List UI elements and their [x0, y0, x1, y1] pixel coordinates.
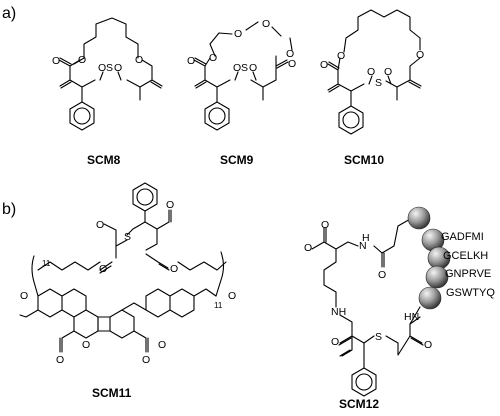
scm9-atom-o-ring-left: O: [209, 52, 217, 64]
scm10-atom-o-carbonyl: O: [320, 59, 328, 71]
scm8-atom-o-ring-right: O: [135, 54, 143, 66]
peptide-sequence-3: GNPRVE: [445, 268, 491, 280]
scm12-atom-o-amide-top: O: [378, 269, 386, 281]
scm11-atom-o-keto-left: O: [56, 354, 64, 366]
scm9-atom-o-ether-1: O: [234, 28, 242, 40]
structure-scm12: [311, 217, 424, 397]
scm12-atom-n-top: N: [359, 240, 367, 252]
scm10-atom-o-ring-right: O: [416, 49, 424, 61]
panel-label-a: a): [2, 5, 16, 22]
scm11-atom-o-carbonyl-left: O: [96, 219, 104, 231]
compound-label-scm9: SCM9: [220, 153, 254, 167]
scm11-atom-o-ester-right: O: [170, 263, 178, 275]
bead-5: [418, 286, 442, 310]
scm12-atom-o-ester-carbonyl: O: [321, 219, 329, 231]
compound-label-scm10: SCM10: [344, 153, 384, 167]
scm9-atom-o-sulfonyl-right: O: [249, 62, 257, 74]
scm10-atom-s: S: [375, 77, 382, 89]
scm8-atom-o-carbonyl: O: [52, 55, 60, 67]
scm11-atom-s: S: [124, 231, 131, 243]
scm12-atom-o-amide-left: O: [331, 336, 339, 348]
structure-scm11: [19, 182, 227, 353]
scm11-atom-o-aryl-left: O: [20, 290, 28, 302]
scm9-atom-s: S: [241, 62, 248, 74]
peptide-sequence-1: GADFMI: [441, 231, 484, 243]
structure-scm8: [58, 17, 163, 131]
scm9-atom-o-carbonyl-right: O: [288, 58, 296, 70]
scm11-atom-o-aryl-right: O: [228, 290, 236, 302]
scm11-atom-o-keto-right: O: [142, 354, 150, 366]
scm8-atom-o-ring-left: O: [78, 54, 86, 66]
scm8-atom-o-sulfonyl-right: O: [114, 62, 122, 74]
peptide-sequence-4: GSWTYQ: [446, 287, 495, 299]
panel-label-b: b): [2, 201, 16, 218]
scm11-atom-o-lactone-right: O: [158, 339, 166, 351]
scm9-atom-o-ring-right: O: [286, 48, 294, 60]
scm11-atom-o-lactone-left: O: [82, 339, 90, 351]
scm10-atom-o-ring-left: O: [337, 50, 345, 62]
scm11-subscript-n-left: 11: [42, 259, 51, 268]
scm9-atom-o-sulfonyl-left: O: [233, 62, 241, 74]
scm9-atom-o-carbonyl-left: O: [187, 55, 195, 67]
compound-label-scm12: SCM12: [339, 397, 379, 411]
bead-1: [407, 206, 431, 230]
scm10-atom-o-sulfonyl-right: O: [384, 66, 392, 78]
scm12-atom-o-methoxy: O: [304, 242, 312, 254]
structure-scm9: [193, 21, 293, 131]
scm12-atom-hn-right: HN: [404, 311, 419, 323]
peptide-sequence-2: GCELKH: [443, 250, 488, 262]
peptide-bead-chain: [407, 206, 451, 325]
bead-4: [425, 265, 449, 289]
scm11-subscript-n-right: 11: [214, 301, 223, 310]
scm11-atom-o-carbonyl-right: O: [166, 199, 174, 211]
scm12-atom-o-amide-right: O: [424, 339, 432, 351]
scm12-atom-s: S: [375, 331, 382, 343]
compound-label-scm8: SCM8: [87, 153, 121, 167]
scm10-atom-o-sulfonyl-left: O: [367, 66, 375, 78]
scm11-atom-o-ester-left: O: [99, 263, 107, 275]
scm8-atom-o-sulfonyl-left: O: [98, 62, 106, 74]
scm12-atom-h-top: H: [362, 232, 370, 244]
structure-scm10: [327, 9, 422, 135]
scm12-atom-nh-lysine: NH: [331, 306, 346, 318]
scm8-atom-s: S: [106, 62, 113, 74]
compound-label-scm11: SCM11: [92, 386, 132, 400]
scm9-atom-o-ether-2: O: [262, 18, 270, 30]
